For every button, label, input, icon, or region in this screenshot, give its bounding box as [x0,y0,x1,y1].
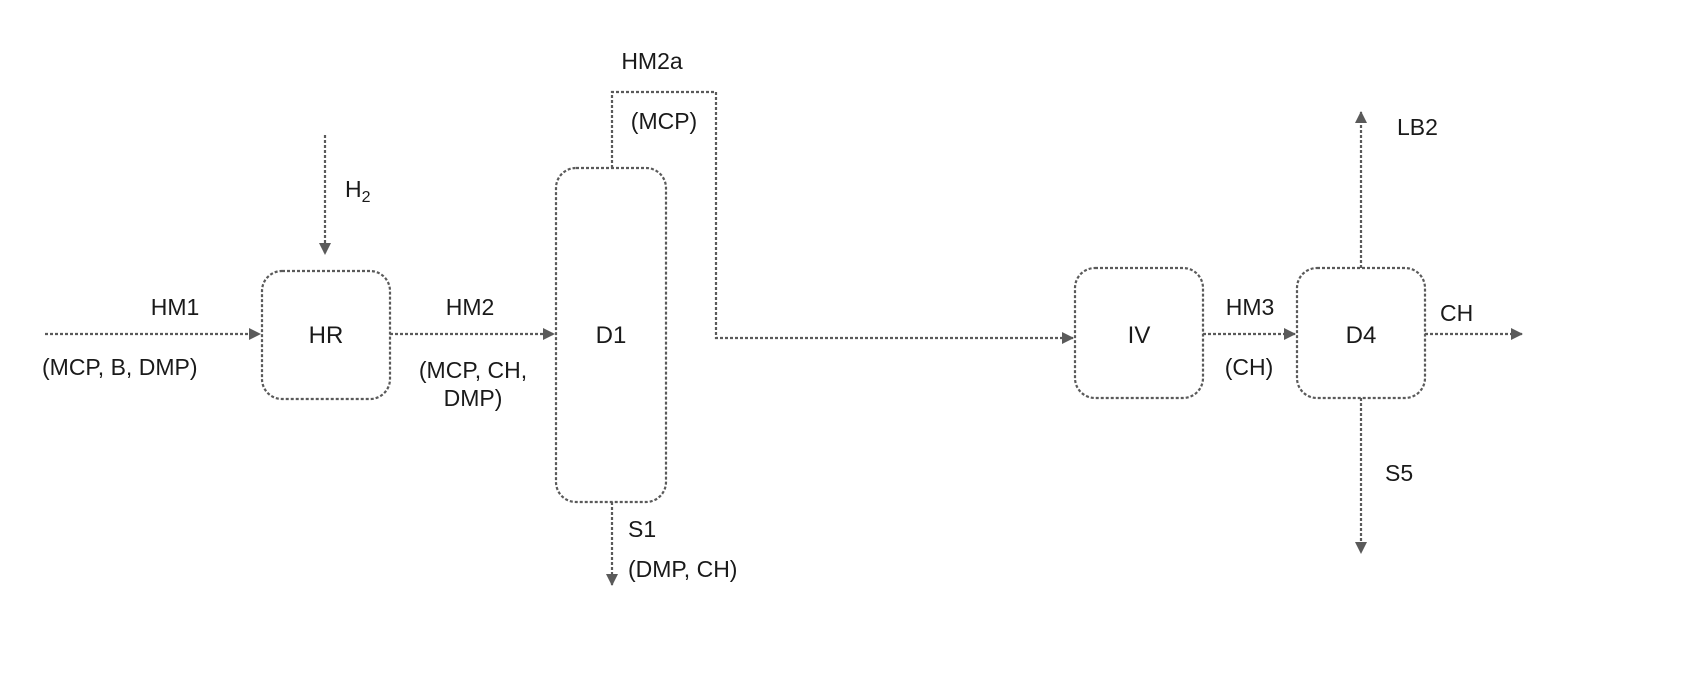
ch-product-label: CH [1440,302,1473,325]
hm2a-stream-label: HM2a [621,50,682,73]
s1-composition-label: (DMP, CH) [628,558,737,581]
lb2-stream-label: LB2 [1397,116,1438,139]
hm2-composition-line-1: (MCP, CH, [419,357,527,383]
hm1-stream-label: HM1 [151,296,200,319]
s1-stream-label: S1 [628,518,656,541]
s5-stream-label: S5 [1385,462,1413,485]
hm3-composition-label: (CH) [1225,356,1274,379]
iv-unit-label: IV [1128,322,1151,349]
h2-stream-label: H2 [345,178,371,206]
hm2-stream-label: HM2 [446,296,495,319]
hm2-composition-line-2: DMP) [444,385,503,411]
d4-unit-label: D4 [1346,322,1377,349]
hm2a-composition-label: (MCP) [631,110,697,133]
hm3-stream-label: HM3 [1226,296,1275,319]
hm2-composition-label: (MCP, CH,DMP) [419,356,527,412]
d1-unit-label: D1 [596,322,627,349]
h2-subscript-text: 2 [362,189,371,206]
hm1-composition-label: (MCP, B, DMP) [42,356,197,379]
h2-base-text: H [345,176,362,202]
hr-unit-label: HR [309,322,344,349]
